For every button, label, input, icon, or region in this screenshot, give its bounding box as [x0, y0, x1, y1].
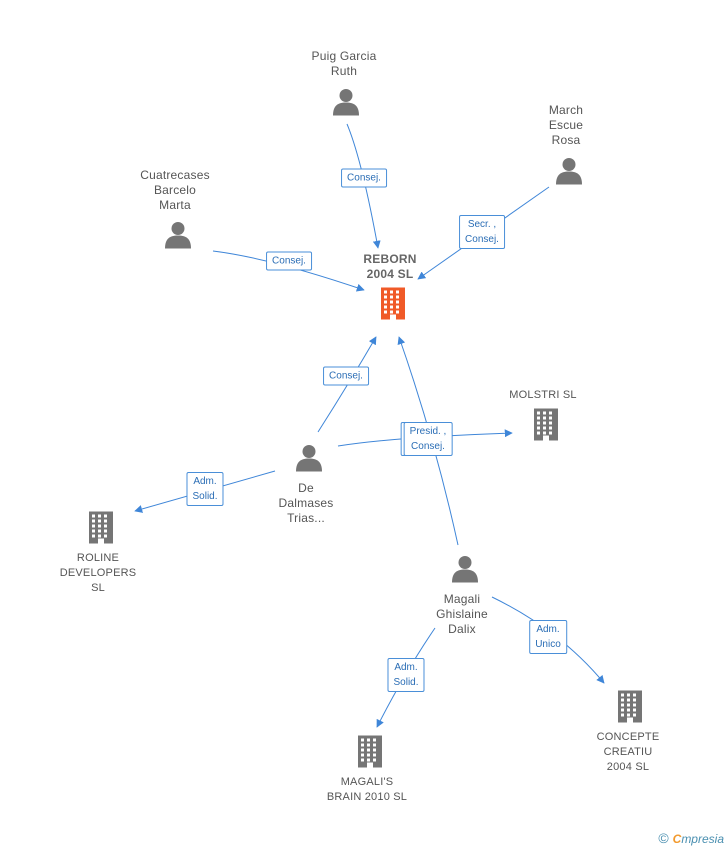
- node-label-concepte[interactable]: CONCEPTE CREATIU 2004 SL: [596, 731, 660, 773]
- role-badge-cuatrecases-reborn[interactable]: Consej.: [266, 251, 312, 271]
- person-icon-puig[interactable]: [331, 87, 361, 122]
- role-badge-march-reborn[interactable]: Secr. , Consej.: [459, 215, 505, 249]
- person-icon-magali[interactable]: [450, 554, 480, 589]
- role-badge-magali-reborn[interactable]: Presid. , Consej.: [403, 422, 453, 456]
- node-label-molstri[interactable]: MOLSTRI SL: [509, 389, 577, 401]
- building-icon-brain[interactable]: [355, 734, 385, 773]
- person-icon-cuatrecases[interactable]: [163, 220, 193, 255]
- brand-footer: ©Cmpresia: [658, 830, 724, 846]
- role-badge-dalmases-reborn[interactable]: Consej.: [323, 366, 369, 386]
- building-icon-concepte[interactable]: [615, 689, 645, 728]
- node-label-dalmases[interactable]: De Dalmases Trias...: [278, 481, 334, 525]
- building-icon-molstri[interactable]: [531, 407, 561, 446]
- node-label-roline[interactable]: ROLINE DEVELOPERS SL: [59, 552, 137, 594]
- brand-name: mpresia: [681, 832, 724, 846]
- role-badge-puig-reborn[interactable]: Consej.: [341, 168, 387, 188]
- node-label-reborn[interactable]: REBORN 2004 SL: [363, 252, 417, 281]
- person-icon-march[interactable]: [554, 156, 584, 191]
- node-label-brain[interactable]: MAGALI'S BRAIN 2010 SL: [326, 776, 408, 803]
- role-badge-magali-brain[interactable]: Adm. Solid.: [387, 658, 425, 692]
- copyright-symbol: ©: [658, 830, 669, 846]
- node-label-cuatrecases[interactable]: Cuatrecases Barcelo Marta: [140, 168, 210, 212]
- node-label-magali[interactable]: Magali Ghislaine Dalix: [436, 592, 488, 636]
- node-label-march[interactable]: March Escue Rosa: [548, 103, 584, 147]
- brand-initial: C: [672, 832, 682, 846]
- node-label-puig[interactable]: Puig Garcia Ruth: [311, 49, 377, 78]
- role-badge-magali-concepte[interactable]: Adm. Unico: [529, 620, 567, 654]
- role-badge-dalmases-roline[interactable]: Adm. Solid.: [186, 472, 224, 506]
- building-icon-roline[interactable]: [86, 510, 116, 549]
- building-icon-reborn[interactable]: [378, 286, 408, 325]
- person-icon-dalmases[interactable]: [294, 443, 324, 478]
